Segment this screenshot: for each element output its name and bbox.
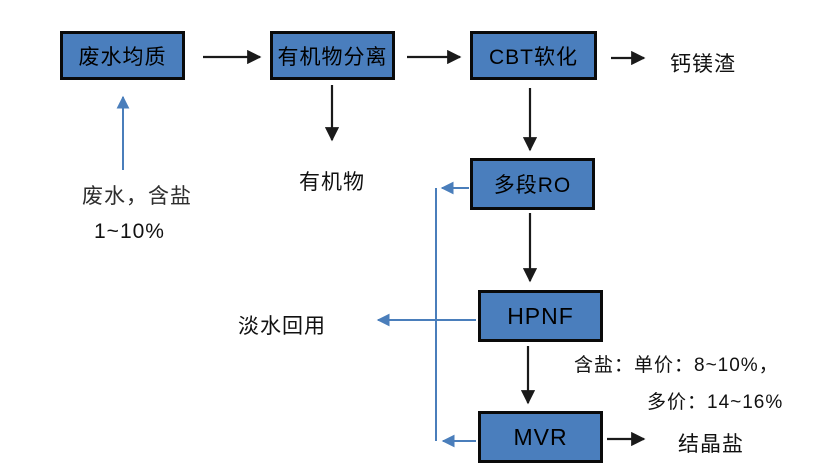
node-cbt-softening: CBT软化 [470, 31, 597, 80]
node-multi-stage-ro: 多段RO [470, 158, 595, 210]
node-wastewater-homogenization: 废水均质 [60, 31, 185, 80]
label-fresh-water-reuse: 淡水回用 [238, 315, 326, 338]
label-organic-matter: 有机物 [299, 171, 365, 194]
label-crystallized-salt: 结晶盐 [678, 433, 744, 456]
node-mvr: MVR [478, 411, 603, 463]
label-salt-note-line1: 含盐：单价：8~10%， [574, 355, 779, 376]
label-salt-note-line2: 多价：14~16% [647, 392, 784, 413]
label-calcium-magnesium-slag: 钙镁渣 [670, 53, 736, 76]
node-hpnf: HPNF [478, 290, 603, 342]
node-organic-separation: 有机物分离 [270, 31, 395, 80]
label-feed-salinity: 1~10% [94, 220, 165, 243]
label-feed-wastewater: 废水，含盐 [82, 185, 192, 208]
